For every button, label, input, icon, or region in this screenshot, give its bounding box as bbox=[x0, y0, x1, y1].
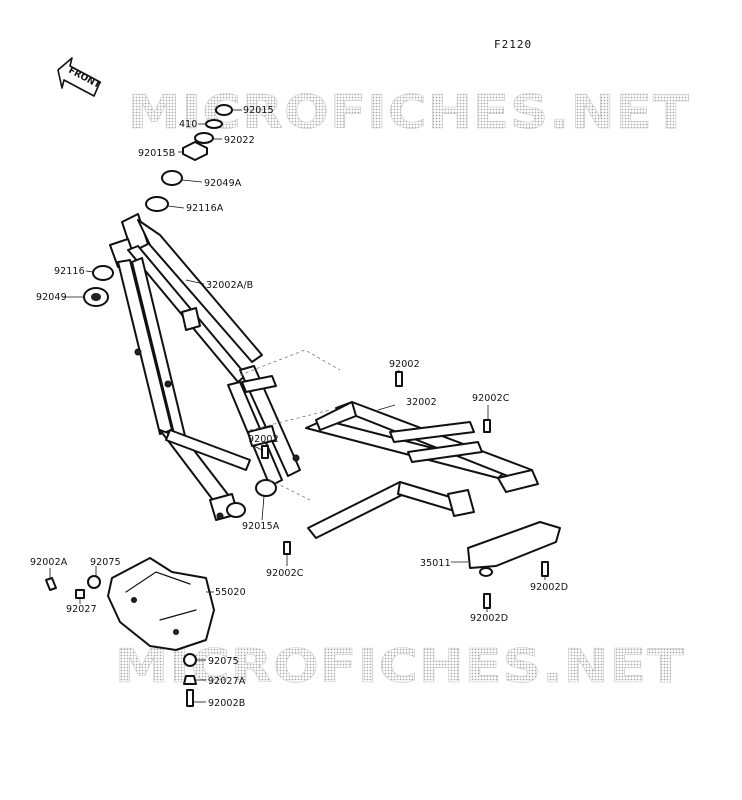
label-92022: 92022 bbox=[224, 135, 255, 146]
watermark-bottom: MICROFICHES.NET bbox=[115, 639, 685, 693]
washer-410-icon bbox=[205, 119, 223, 129]
label-92002c-low: 92002C bbox=[266, 568, 304, 579]
label-92002b: 92002B bbox=[208, 698, 245, 709]
label-410: 410 bbox=[179, 119, 197, 130]
collar-92075-low-icon bbox=[183, 653, 197, 667]
collar-92075-top-icon bbox=[87, 575, 101, 589]
subframe-32002 bbox=[305, 401, 539, 539]
spacer-92027-icon bbox=[75, 589, 85, 599]
label-92002a: 92002A bbox=[30, 557, 68, 568]
watermark-top: MICROFICHES.NET bbox=[128, 85, 690, 139]
bolt-92002-top-icon bbox=[395, 371, 403, 387]
bolt-92002a-icon bbox=[45, 577, 57, 591]
label-92002d-right: 92002D bbox=[530, 582, 568, 593]
label-92002-mid: 92002 bbox=[248, 434, 279, 445]
bolt-92002c-low-icon bbox=[283, 541, 291, 555]
bolt-92002-mid-icon bbox=[261, 445, 269, 459]
bolt-92002c-right-icon bbox=[483, 419, 491, 433]
label-92075-low: 92075 bbox=[208, 656, 239, 667]
label-92002c-right: 92002C bbox=[472, 393, 510, 404]
label-92116a: 92116A bbox=[186, 203, 224, 214]
part-labels: 92015 410 92022 92015B 92049A 92116A 921… bbox=[30, 105, 568, 709]
bolt-92002b-icon bbox=[186, 689, 194, 707]
label-92049: 92049 bbox=[36, 292, 67, 303]
seal-92116a-icon bbox=[145, 196, 169, 212]
bearing-92049a-icon bbox=[161, 170, 183, 186]
label-92075-top: 92075 bbox=[90, 557, 121, 568]
washer-92022-icon bbox=[194, 132, 214, 144]
fender-bracket-35011 bbox=[467, 521, 561, 577]
skid-plate-55020 bbox=[107, 557, 215, 651]
spacer-92027a-icon bbox=[183, 675, 197, 685]
main-frame-32002ab bbox=[109, 213, 301, 521]
label-92049a: 92049A bbox=[204, 178, 242, 189]
label-92002-top: 92002 bbox=[389, 359, 420, 370]
front-arrow-icon: FRONT bbox=[57, 57, 102, 97]
pivot-92015a-icon bbox=[255, 479, 277, 497]
label-92027: 92027 bbox=[66, 604, 97, 615]
diagram-code: F2120 bbox=[494, 38, 532, 51]
label-32002ab: 32002A/B bbox=[206, 280, 253, 291]
nut-92015-icon bbox=[215, 104, 233, 116]
leader-lines bbox=[49, 109, 546, 703]
bearing-92049-bore bbox=[91, 293, 101, 301]
label-55020: 55020 bbox=[215, 587, 246, 598]
label-92116: 92116 bbox=[54, 266, 85, 277]
bolt-92002d-right-icon bbox=[541, 561, 549, 577]
label-35011: 35011 bbox=[420, 558, 451, 569]
bolt-92002d-low-icon bbox=[483, 593, 491, 609]
label-92002d-low: 92002D bbox=[470, 613, 508, 624]
label-92015b: 92015B bbox=[138, 148, 175, 159]
nut-92015b-icon bbox=[182, 141, 208, 161]
label-32002: 32002 bbox=[406, 397, 437, 408]
label-92015: 92015 bbox=[243, 105, 274, 116]
label-92027a: 92027A bbox=[208, 676, 246, 687]
label-92015a: 92015A bbox=[242, 521, 280, 532]
seal-92116-icon bbox=[92, 265, 114, 281]
